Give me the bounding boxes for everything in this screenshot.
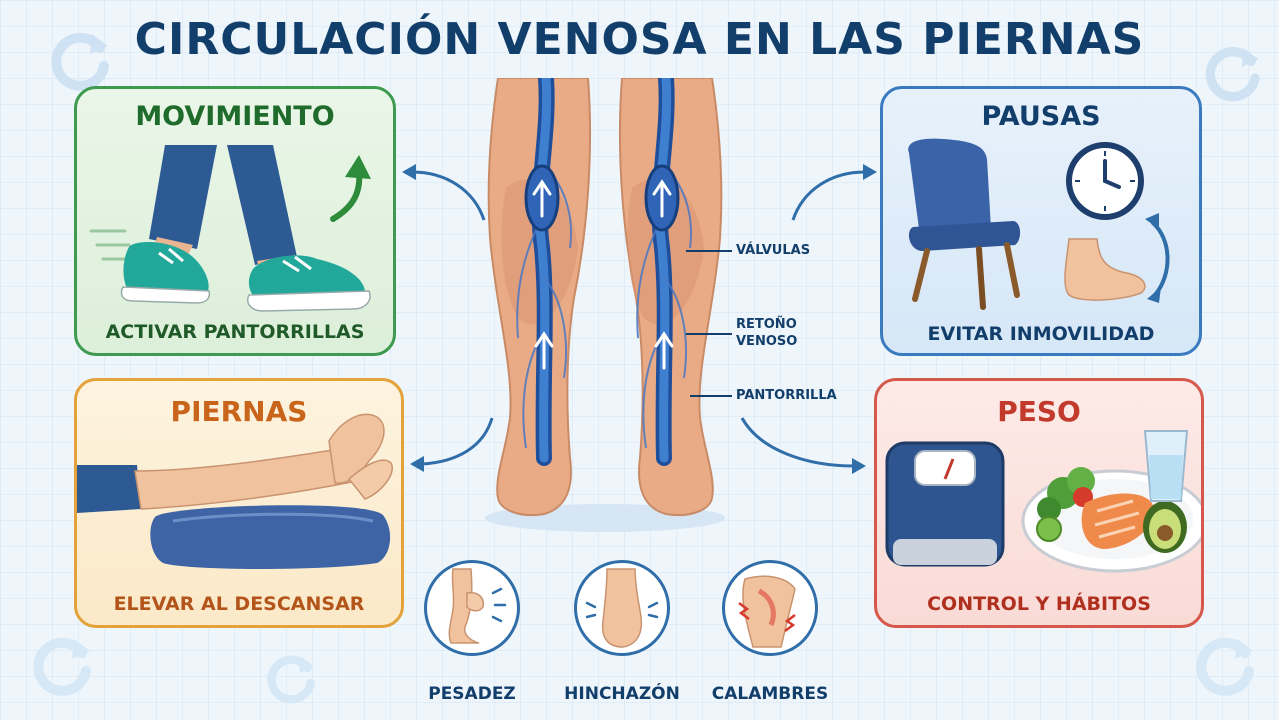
symptom-hinchazon-circle (574, 560, 670, 656)
chair-icon (908, 138, 1021, 310)
leg-cramp-icon (738, 575, 796, 648)
card-heading: PIERNAS (170, 395, 308, 428)
walking-sneakers-icon (89, 145, 371, 312)
symptom-label: PESADEZ (428, 684, 516, 704)
symptom-label: CALAMBRES (711, 684, 829, 704)
legs-on-cushion-icon (77, 413, 394, 569)
refresh-icon (51, 32, 109, 91)
callout-retorno-line2: VENOSO (736, 334, 798, 349)
card-caption: CONTROL Y HÁBITOS (927, 593, 1151, 615)
card-heading: MOVIMIENTO (135, 101, 335, 132)
callout-retorno-venoso: RETOÑO VENOSO (736, 316, 797, 350)
card-heading: PAUSAS (981, 101, 1101, 132)
refresh-icon (1196, 637, 1254, 696)
symptom-pesadez-circle (424, 560, 520, 656)
card-movimiento: MOVIMIENTO ACTIVAR PANTORRILLAS (74, 86, 396, 356)
card-caption: ACTIVAR PANTORRILLAS (105, 321, 365, 343)
card-caption: ELEVAR AL DESCANSAR (113, 593, 365, 615)
refresh-icon (267, 655, 315, 704)
clock-icon (1066, 142, 1144, 220)
symptom-label: HINCHAZÓN (564, 684, 680, 704)
arrow-to-pausas (791, 164, 877, 221)
arrow-to-peso (740, 417, 866, 474)
arrow-to-movimiento (402, 164, 486, 221)
callout-line-retorno (686, 333, 732, 335)
card-pausas: PAUSAS EVITAR INMOVILIDAD (880, 86, 1202, 356)
legs-veins-illustration (485, 78, 725, 532)
card-caption: EVITAR INMOVILIDAD (927, 323, 1155, 345)
callout-valvulas: VÁLVULAS (736, 243, 811, 258)
arrow-to-piernas (410, 417, 494, 472)
callout-retorno-line1: RETOÑO (736, 317, 797, 332)
water-glass-icon (1143, 430, 1189, 502)
leg-touch-icon (448, 568, 507, 644)
bathroom-scale-icon (885, 441, 1005, 567)
page-title: CIRCULACIÓN VENOSA EN LAS PIERNAS (134, 14, 1145, 65)
swollen-ankle-icon (585, 568, 659, 648)
callout-pantorrilla: PANTORRILLA (736, 388, 837, 403)
refresh-icon (1205, 47, 1260, 102)
refresh-icon (33, 637, 91, 696)
callout-line-pantorrilla (690, 395, 732, 397)
card-peso: PESO CONTROL Y HÁBITOS (874, 378, 1204, 628)
callout-line-valvulas (686, 250, 732, 252)
card-piernas: PIERNAS ELEVAR AL DESCANSAR (74, 378, 404, 628)
symptom-calambres-circle (722, 560, 818, 656)
foot-rotation-icon (1064, 213, 1170, 303)
card-heading: PESO (997, 395, 1081, 428)
